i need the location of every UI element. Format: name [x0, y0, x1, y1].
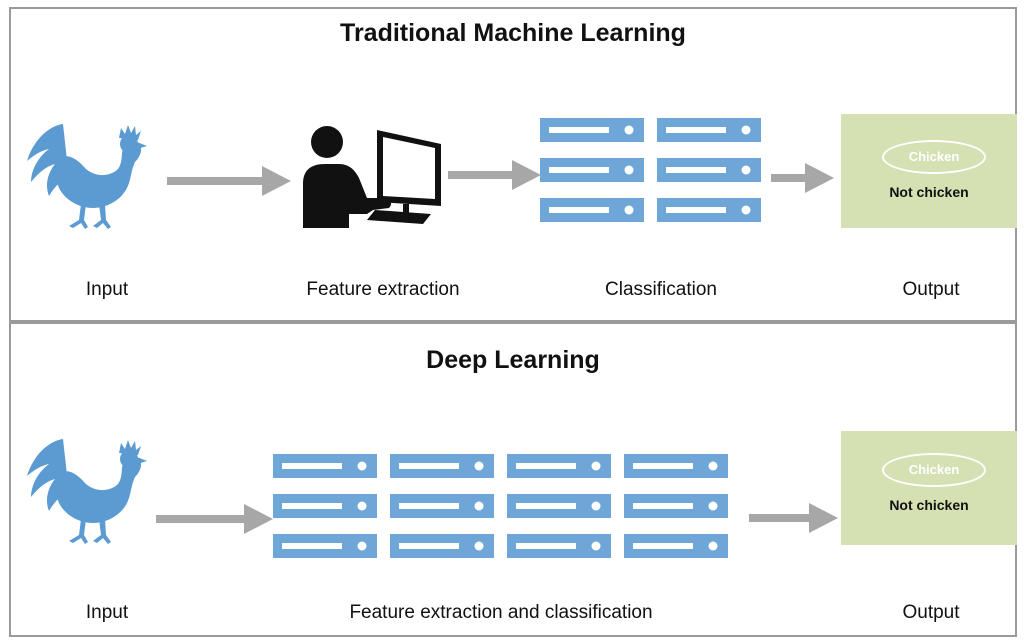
arrow-right-icon	[749, 503, 838, 533]
output-chicken-ellipse: Chicken	[882, 140, 986, 174]
chicken-icon	[27, 124, 147, 229]
label-output: Output	[902, 279, 960, 300]
label-feature-extraction-and-classification: Feature extraction and classification	[349, 602, 653, 623]
output-not-chicken: Not chicken	[889, 184, 969, 200]
output-chicken-ellipse: Chicken	[882, 453, 986, 487]
label-input: Input	[85, 602, 129, 623]
output-box: Chicken Not chicken	[841, 114, 1017, 228]
label-input: Input	[85, 279, 129, 300]
label-output: Output	[902, 602, 960, 623]
label-feature-extraction: Feature extraction	[306, 279, 460, 300]
server-stack-icon	[540, 118, 644, 222]
panel-title: Traditional Machine Learning	[340, 19, 686, 47]
arrow-right-icon	[167, 166, 291, 196]
server-stack-icon	[507, 454, 611, 558]
output-not-chicken: Not chicken	[889, 497, 969, 513]
server-stack-icon	[657, 118, 761, 222]
server-stack-icon	[273, 454, 377, 558]
deep-learning-panel: Deep Learning Chicken Not chicken Input …	[9, 322, 1017, 637]
arrow-right-icon	[771, 163, 834, 193]
traditional-ml-panel: Traditional Machine Learning	[9, 7, 1017, 322]
server-stack-icon	[624, 454, 728, 558]
arrow-right-icon	[448, 160, 541, 190]
server-stack-icon	[390, 454, 494, 558]
panel-title: Deep Learning	[426, 346, 600, 374]
chicken-icon	[27, 439, 147, 544]
person-computer-icon	[303, 126, 441, 228]
label-classification: Classification	[605, 279, 717, 300]
arrow-right-icon	[156, 504, 273, 534]
output-box: Chicken Not chicken	[841, 431, 1017, 545]
